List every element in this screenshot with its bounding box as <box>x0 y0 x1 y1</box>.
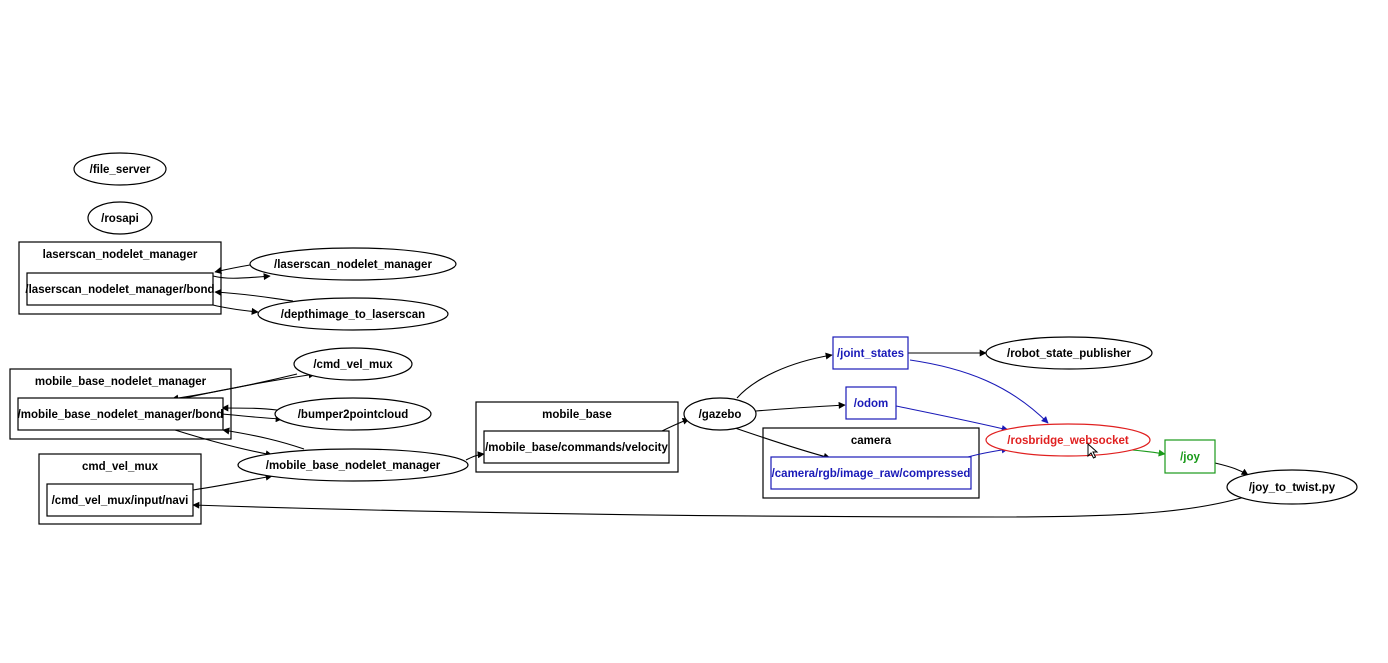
node-label: /rosbridge_websocket <box>1007 435 1129 447</box>
node-robot-state-publisher[interactable]: /robot_state_publisher <box>985 336 1153 370</box>
edge-compressed-to-rosbridge <box>967 446 1009 458</box>
node-label: /rosapi <box>101 213 139 225</box>
edge-gazebo-to-odom <box>755 401 846 412</box>
edge-odom-to-rosbridge <box>895 405 1009 432</box>
node-mb-nm[interactable]: /mobile_base_nodelet_manager <box>237 448 469 482</box>
node-label: /gazebo <box>699 409 742 421</box>
node-odom[interactable]: /odom <box>845 386 897 420</box>
node-label: /cmd_vel_mux <box>313 359 393 371</box>
node-label: /odom <box>854 398 889 410</box>
node-label: /joint_states <box>837 348 904 360</box>
edge-depthimage-to-laserscan_bond <box>214 288 294 302</box>
node-label: /laserscan_nodelet_manager <box>274 259 432 271</box>
cluster-label: cmd_vel_mux <box>82 461 159 473</box>
node-joy-to-twist[interactable]: /joy_to_twist.py <box>1226 469 1358 505</box>
node-gazebo[interactable]: /gazebo <box>683 397 757 431</box>
cluster-label: mobile_base_nodelet_manager <box>35 376 207 388</box>
edge-mb_bond-to-bumper <box>221 413 283 423</box>
node-velocity[interactable]: /mobile_base/commands/velocity <box>483 430 670 464</box>
node-label: /bumper2pointcloud <box>298 409 409 421</box>
node-file-server[interactable]: /file_server <box>73 152 167 186</box>
edge-mb_nm-to-velocity <box>465 451 485 461</box>
edge-mb_bond-to-mb_nm <box>174 429 273 458</box>
node-bumper[interactable]: /bumper2pointcloud <box>274 397 432 431</box>
node-label: /joy <box>1180 452 1200 464</box>
edge-velocity-to-gazebo <box>659 417 690 433</box>
node-label: /mobile_base/commands/velocity <box>485 442 668 454</box>
node-label: /cmd_vel_mux/input/navi <box>52 495 189 507</box>
cluster-mobile-base: mobile_base <box>475 401 679 473</box>
node-label: /laserscan_nodelet_manager/bond <box>25 284 214 296</box>
edge-mb_bond-to-cmd_vel_mux_node <box>179 371 316 400</box>
cluster-mobile-base-nm: mobile_base_nodelet_manager <box>9 368 232 440</box>
edge-joy-to-joy_to_twist <box>1214 462 1249 476</box>
node-label: /mobile_base_nodelet_manager/bond <box>18 409 224 421</box>
node-cmd-vel-mux-node[interactable]: /cmd_vel_mux <box>293 347 413 381</box>
node-laserscan-bond[interactable]: /laserscan_nodelet_manager/bond <box>25 272 215 306</box>
node-rosapi[interactable]: /rosapi <box>87 201 153 235</box>
node-laserscan-nm[interactable]: /laserscan_nodelet_manager <box>249 247 457 281</box>
mouse-pointer-icon <box>1087 443 1099 459</box>
node-compressed[interactable]: /camera/rgb/image_raw/compressed <box>770 456 972 490</box>
edge-navi-to-mb_nm <box>192 473 273 491</box>
edge-gazebo-to-compressed <box>734 427 831 460</box>
edge-gazebo-to-joint_states <box>736 352 833 399</box>
cluster-label: laserscan_nodelet_manager <box>43 249 198 261</box>
node-joint-states[interactable]: /joint_states <box>832 336 909 370</box>
node-label: /depthimage_to_laserscan <box>281 309 425 321</box>
node-depthimage[interactable]: /depthimage_to_laserscan <box>257 297 449 331</box>
node-label: /camera/rgb/image_raw/compressed <box>772 468 971 480</box>
node-rosbridge[interactable]: /rosbridge_websocket <box>985 423 1151 457</box>
edge-joy_to_twist-to-navi <box>192 495 1249 518</box>
edge-rosbridge-to-joy <box>1131 449 1166 457</box>
edge-mb_nm-to-mb_bond <box>222 427 305 450</box>
edge-bumper-to-mb_bond <box>221 404 278 412</box>
node-label: /joy_to_twist.py <box>1249 482 1336 494</box>
node-label: /file_server <box>90 164 151 176</box>
edge-laserscan_bond-to-laserscan_nm <box>212 273 271 281</box>
node-label: /robot_state_publisher <box>1007 348 1131 360</box>
node-label: /mobile_base_nodelet_manager <box>266 460 441 472</box>
node-joy[interactable]: /joy <box>1164 439 1216 474</box>
node-navi[interactable]: /cmd_vel_mux/input/navi <box>46 483 194 517</box>
edge-joint_states-to-rosbridge <box>909 359 1049 424</box>
cluster-label: camera <box>851 435 892 447</box>
edge-laserscan_nm-to-laserscan_bond <box>214 264 251 274</box>
cluster-camera: camera <box>762 427 980 499</box>
edge-laserscan_bond-to-depthimage <box>212 304 259 315</box>
cluster-label: mobile_base <box>542 409 612 421</box>
node-mb-bond[interactable]: /mobile_base_nodelet_manager/bond <box>17 397 224 431</box>
